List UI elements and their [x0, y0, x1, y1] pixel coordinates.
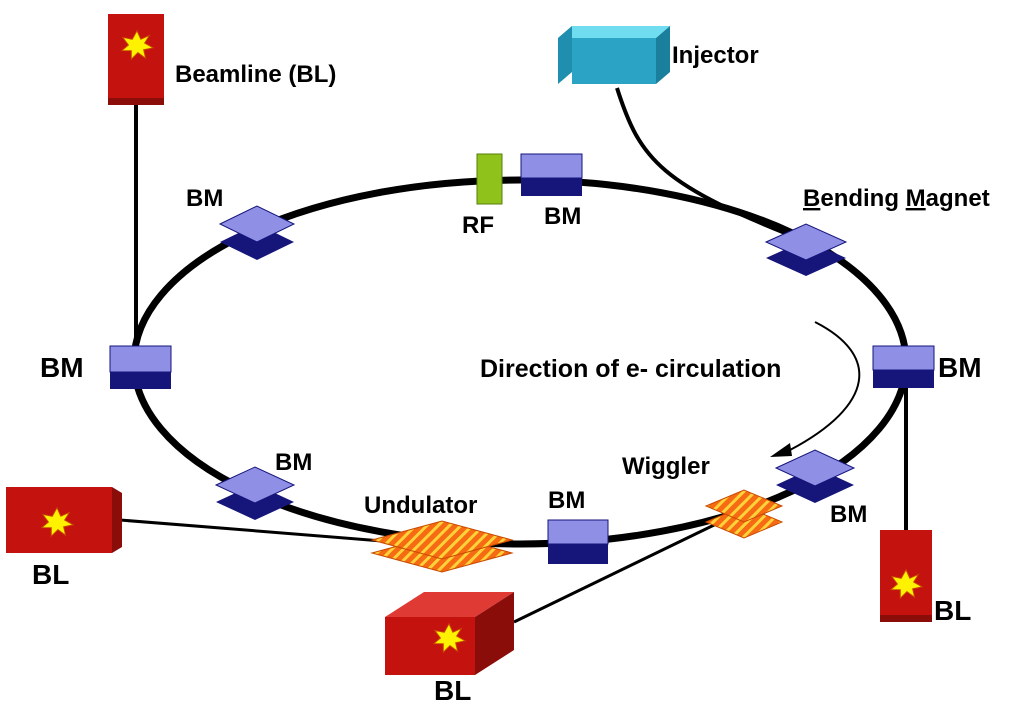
bm-label-top-left: BM: [186, 185, 223, 212]
beamline-line-left: [119, 518, 421, 546]
beamline-line-bottom: [513, 508, 746, 624]
bending-magnet-right: [872, 345, 935, 388]
bl-label-bottom: BL: [434, 675, 471, 706]
bending-magnet-bottom: [547, 519, 609, 564]
bending-magnet-bottom-right: [774, 449, 856, 503]
wiggler: [704, 489, 784, 539]
undulator-label: Undulator: [364, 492, 477, 519]
bm-label-top: BM: [544, 203, 581, 230]
beamline-box-left: [6, 487, 122, 553]
beamline-box-top-left: [108, 14, 164, 105]
bm-label-bottom: BM: [548, 487, 585, 514]
bending-magnet-label: Bending Magnet: [803, 185, 990, 212]
wiggler-label: Wiggler: [622, 453, 710, 480]
bm-label-left: BM: [40, 352, 84, 383]
injector-box: [558, 26, 670, 84]
rf-cavity: [476, 153, 503, 205]
beamline-box-bottom: [385, 592, 514, 675]
injector-label: Injector: [672, 42, 759, 69]
direction-label: Direction of e- circulation: [480, 355, 781, 383]
bl-label-left: BL: [32, 559, 69, 590]
beamline-box-right: [880, 530, 932, 622]
bending-magnet-top-left: [218, 205, 296, 260]
injector-transfer-line: [615, 87, 809, 244]
beamline-label: Beamline (BL): [175, 61, 336, 88]
direction-arrow: [789, 321, 861, 451]
undulator: [370, 520, 514, 573]
bending-magnet-top-right: [764, 223, 848, 276]
bm-label-right: BM: [938, 352, 982, 383]
bm-label-bottom-right: BM: [830, 501, 867, 528]
bending-magnet-bottom-left: [214, 466, 296, 520]
bending-magnet-top: [520, 153, 583, 196]
direction-arrowhead: [770, 443, 792, 457]
bl-label-right: BL: [934, 595, 971, 626]
rf-label: RF: [462, 212, 494, 239]
bm-label-bottom-left: BM: [275, 449, 312, 476]
bending-magnet-left: [109, 345, 172, 389]
